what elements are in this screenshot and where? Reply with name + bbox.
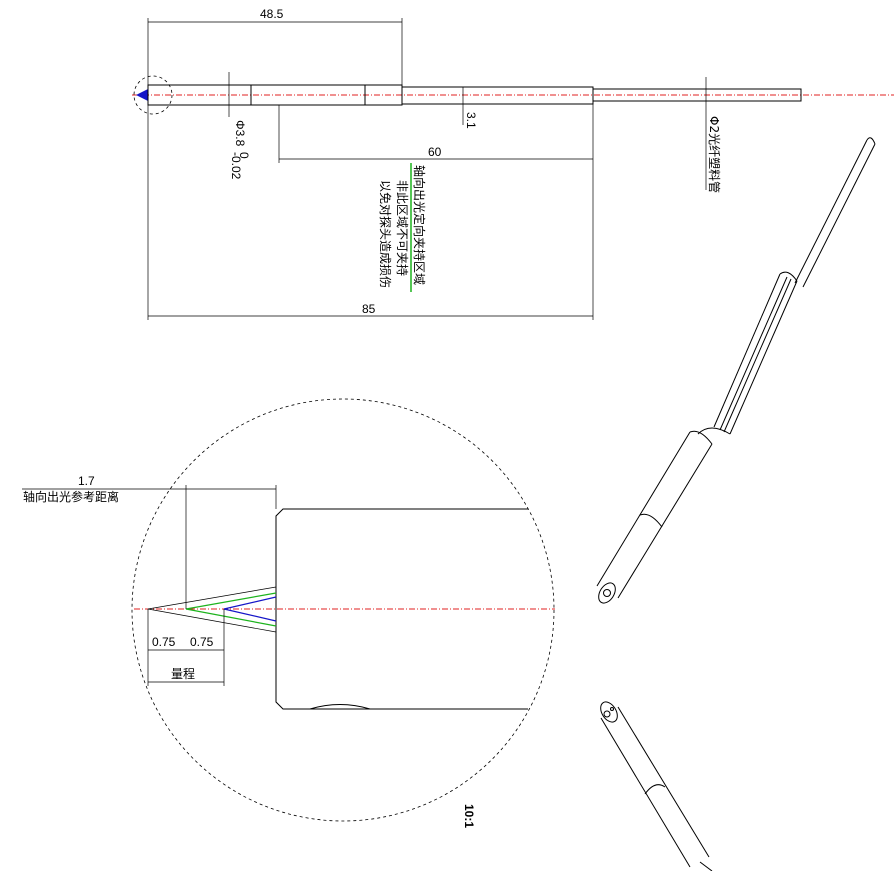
iso-tip-hole-small [610, 707, 614, 711]
isometric-view-upper [596, 137, 876, 604]
iso-step-edge [699, 861, 713, 871]
probe-step-section [401, 86, 594, 105]
green-beam-lower [185, 608, 277, 627]
ref-distance-value: 1.7 [78, 474, 95, 488]
ref-distance-label: 轴向出光参考距离 [23, 489, 119, 504]
iso-step-end [779, 271, 798, 282]
tip-cone [136, 89, 148, 101]
fiber-note: Φ2光纤塑料管 [707, 116, 722, 193]
range-label: 量程 [171, 666, 195, 681]
iso-tip-hole [603, 710, 611, 718]
iso-tip-hole [603, 589, 611, 597]
dim-60: 60 [428, 145, 442, 159]
dim-85: 85 [362, 302, 376, 316]
outer-beam-upper [147, 586, 277, 610]
iso-fiber-end [866, 137, 876, 145]
detail-marker-circle [133, 75, 173, 115]
iso-body-ring [644, 784, 666, 795]
iso-step-edge [713, 273, 781, 428]
dia-3-8: Φ3.8 [233, 120, 247, 147]
probe-end-notch [309, 704, 528, 710]
note-line-1: 轴向出光定向夹持区域 [412, 165, 427, 285]
green-beam-upper [185, 592, 277, 610]
iso-tip-face [600, 701, 618, 723]
iso-body-edge [617, 443, 713, 599]
dia-3-1: 3.1 [464, 112, 478, 129]
iso-body-edge [596, 431, 691, 587]
iso-body-edge [617, 706, 710, 858]
iso-step-edge [729, 280, 798, 435]
seg-1: 0.75 [152, 635, 176, 649]
detail-circle [131, 398, 555, 822]
seg-2: 0.75 [190, 635, 214, 649]
dim-48-5: 48.5 [260, 7, 284, 21]
isometric-view-lower [600, 701, 713, 871]
side-view: 48.5 85 60 Φ3.8 0 -0.02 3.1 Φ2光纤塑料管 轴向出光… [132, 7, 894, 320]
iso-fiber-edge [794, 139, 868, 284]
iso-body-ring [639, 513, 663, 528]
detail-view: 1.7 轴向出光参考距离 0.75 0.75 量程 10:1 [22, 398, 555, 828]
tol-lower: -0.02 [229, 152, 243, 180]
iso-step-shoulder [697, 427, 731, 435]
probe-end-outline [275, 508, 528, 710]
blue-beam-upper [223, 596, 277, 610]
note-line-3: 以免对探头造成损伤 [378, 180, 393, 288]
tol-upper: 0 [237, 152, 251, 159]
iso-step-edge [719, 276, 788, 431]
scale-label: 10:1 [462, 804, 476, 828]
iso-body-ring [689, 430, 713, 445]
outer-beam-lower [147, 608, 277, 633]
iso-step-edge [723, 278, 792, 433]
iso-tip-face [598, 582, 616, 604]
note-line-2: 非此区域不可夹持 [395, 180, 410, 276]
blue-beam-lower [223, 608, 277, 622]
iso-fiber-edge [802, 143, 876, 288]
fiber-tube [592, 88, 802, 102]
